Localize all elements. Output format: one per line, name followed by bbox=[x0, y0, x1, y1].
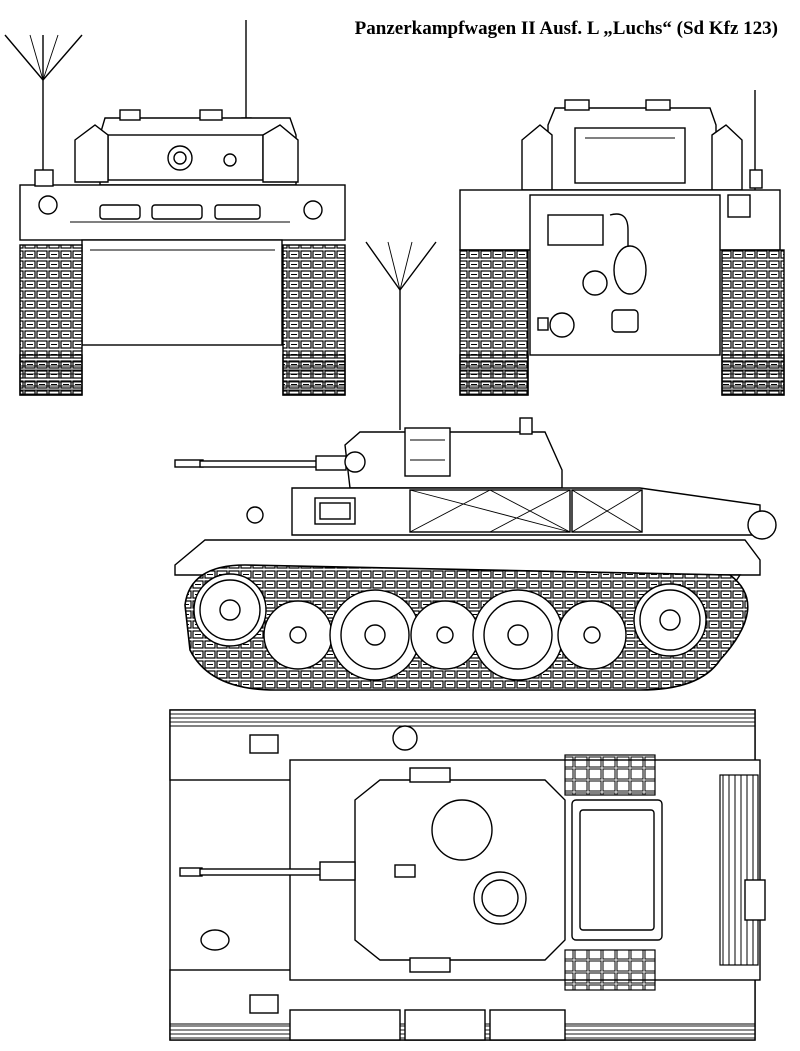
front-view bbox=[4, 20, 346, 396]
front-antenna-left bbox=[4, 34, 83, 185]
side-road-wheels bbox=[193, 573, 707, 681]
side-turret bbox=[344, 431, 563, 489]
side-view bbox=[174, 241, 777, 691]
rear-view bbox=[459, 90, 785, 396]
top-view bbox=[169, 709, 766, 1041]
drawing-title: Panzerkampfwagen II Ausf. L „Luchs“ (Sd … bbox=[354, 18, 778, 39]
